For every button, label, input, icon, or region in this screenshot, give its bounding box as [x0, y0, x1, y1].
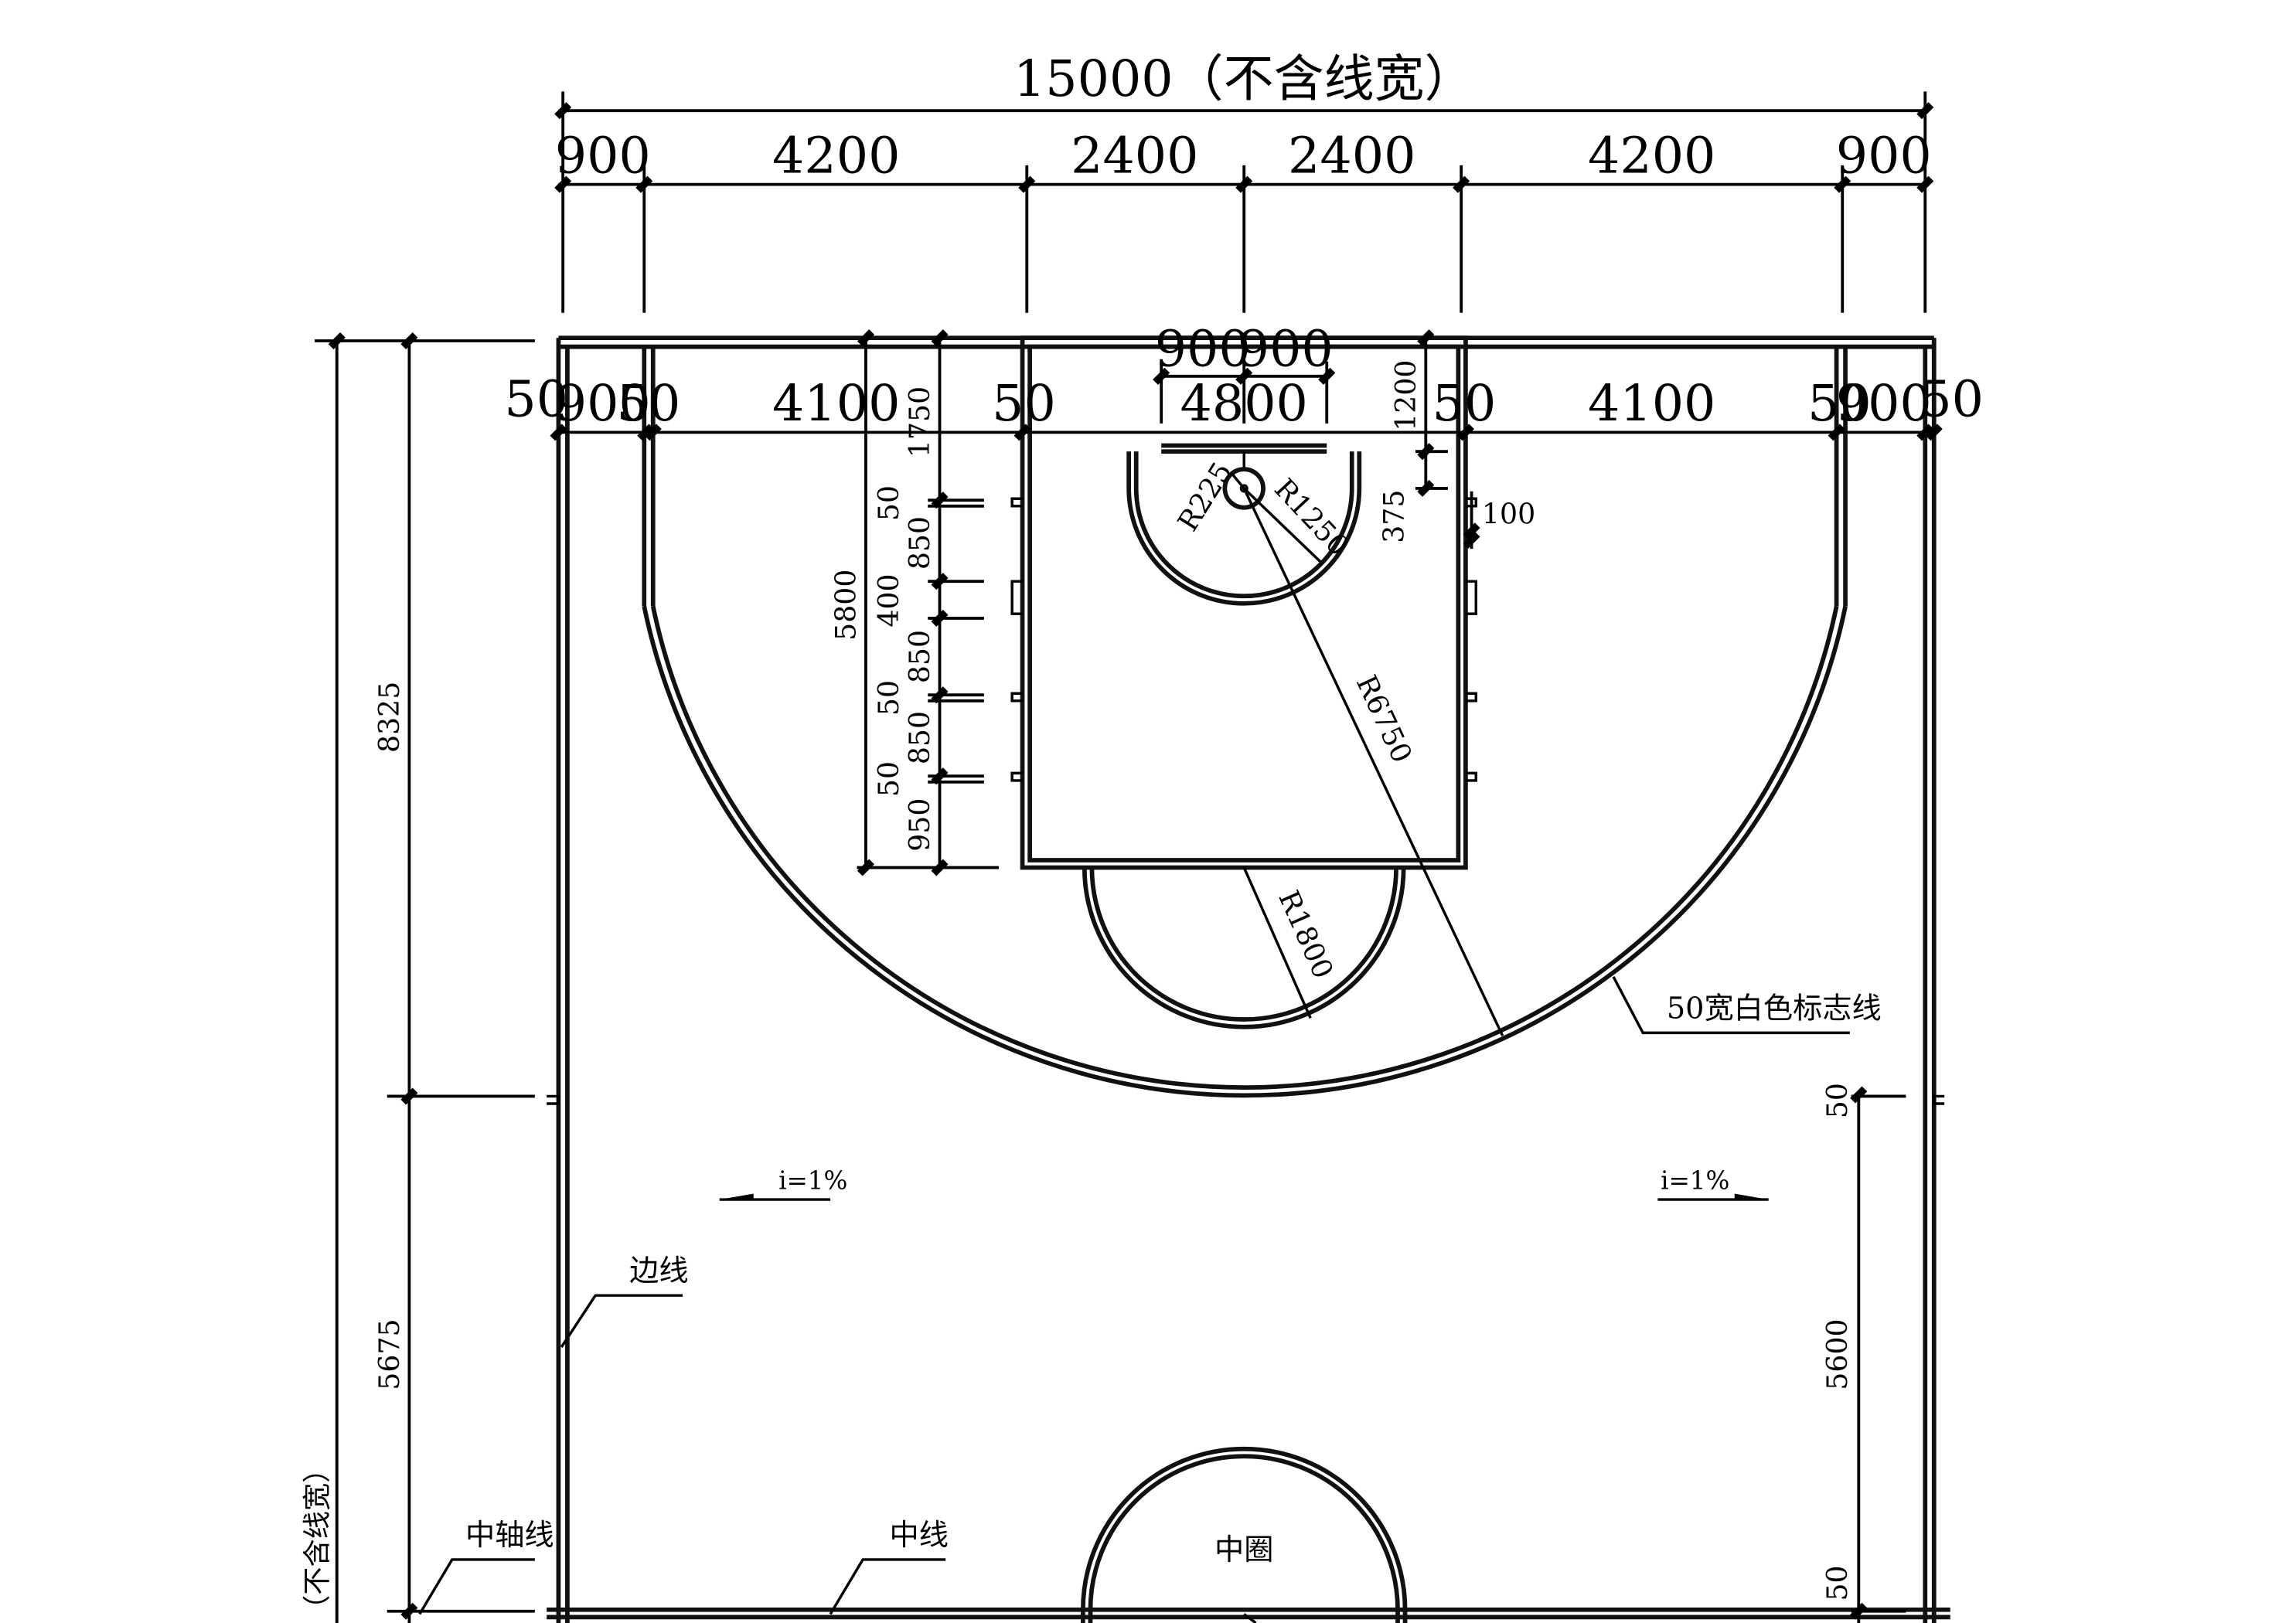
dim-row3-1: 50	[504, 370, 568, 428]
dim-row3-10: 900	[1836, 375, 1932, 433]
top-dimensions: 15000（不含线宽） 900 4200 2400 2400 4200 900	[504, 50, 1984, 441]
dim-key-seg-7: 50	[872, 761, 905, 797]
dim-key-seg-6: 850	[903, 711, 936, 764]
dim-key-seg-4: 850	[903, 630, 936, 683]
dim-board-to-ring: 375	[1378, 490, 1411, 543]
dim-key-seg-5: 50	[872, 680, 905, 716]
dim-right-bottom: 50	[1821, 1565, 1854, 1601]
dim-row3-5: 50	[992, 375, 1056, 433]
three-point-line	[642, 346, 1848, 1098]
dim-key-seg-2: 850	[903, 516, 936, 570]
dim-overall: 15000（不含线宽）	[1013, 50, 1475, 108]
dim-left-upper: 8325	[373, 682, 406, 753]
dim-key-total: 5800	[829, 570, 863, 641]
center-circle	[1081, 1446, 1408, 1623]
dim-key-seg-1: 50	[872, 485, 905, 521]
sideline-mark-left	[547, 1094, 560, 1105]
basket-assembly	[1126, 443, 1362, 606]
right-dimensions: 50 5600 50	[1821, 1083, 1906, 1623]
annotations: 50宽白色标志线 i=1% i=1% 边线 中轴线 中线 中圈	[418, 976, 1882, 1623]
dim-row2-3: 2400	[1071, 127, 1198, 185]
dim-right-middle: 5600	[1821, 1318, 1854, 1390]
ring	[1222, 467, 1266, 510]
key-dimensions: 5800 1750 50 850 400 850 50 850 50 950	[829, 329, 999, 876]
dim-key-top-1: 900	[1155, 320, 1251, 378]
dim-lane-mark: 100	[1482, 498, 1535, 531]
dim-board-offset: 1200	[1389, 359, 1422, 430]
label-center-circle: 中圈	[1214, 1533, 1273, 1567]
dim-row3-9: 50	[1807, 375, 1872, 433]
dim-key-seg-8: 950	[903, 798, 936, 852]
dim-row2-4: 2400	[1288, 127, 1415, 185]
label-r-freethrow: R1800	[1272, 886, 1340, 984]
dim-key-top-2: 900	[1238, 320, 1334, 378]
label-marking-line: 50宽白色标志线	[1667, 992, 1882, 1026]
dim-row2-1: 900	[555, 127, 651, 185]
dim-row3-2: 900	[555, 375, 651, 433]
dim-left-note: （不含线宽）	[300, 1455, 333, 1623]
sideline-mark-right	[1933, 1094, 1945, 1105]
label-r-three: R6750	[1350, 670, 1419, 768]
dim-row3-8: 4100	[1588, 375, 1715, 433]
dim-key-seg-3: 400	[872, 573, 905, 627]
dim-row3-4: 4100	[772, 375, 900, 433]
no-charge-arc	[1126, 451, 1362, 606]
dim-right-top: 50	[1821, 1083, 1854, 1118]
label-sideline: 边线	[629, 1254, 688, 1288]
dim-row3-7: 50	[1432, 375, 1497, 433]
label-center-axis: 中轴线	[465, 1519, 554, 1553]
dim-row3-11: 50	[1920, 370, 1984, 428]
left-dimensions: 8325 5675 （不含线宽）	[300, 332, 535, 1623]
dim-row2-6: 900	[1836, 127, 1932, 185]
dim-row2-2: 4200	[772, 127, 900, 185]
court-outline	[547, 335, 1950, 1623]
free-throw-circle	[1082, 867, 1406, 1029]
dim-left-lower: 5675	[373, 1318, 406, 1390]
dim-row2-5: 4200	[1588, 127, 1715, 185]
dim-row3-3: 50	[617, 375, 681, 433]
label-slope-right: i=1%	[1661, 1166, 1729, 1196]
dim-key-first: 1750	[903, 386, 936, 458]
label-r-nocharge: R1250	[1268, 472, 1355, 563]
radius-leaders	[1229, 471, 1504, 1036]
label-center-line: 中线	[890, 1519, 949, 1553]
label-slope-left: i=1%	[778, 1166, 847, 1196]
